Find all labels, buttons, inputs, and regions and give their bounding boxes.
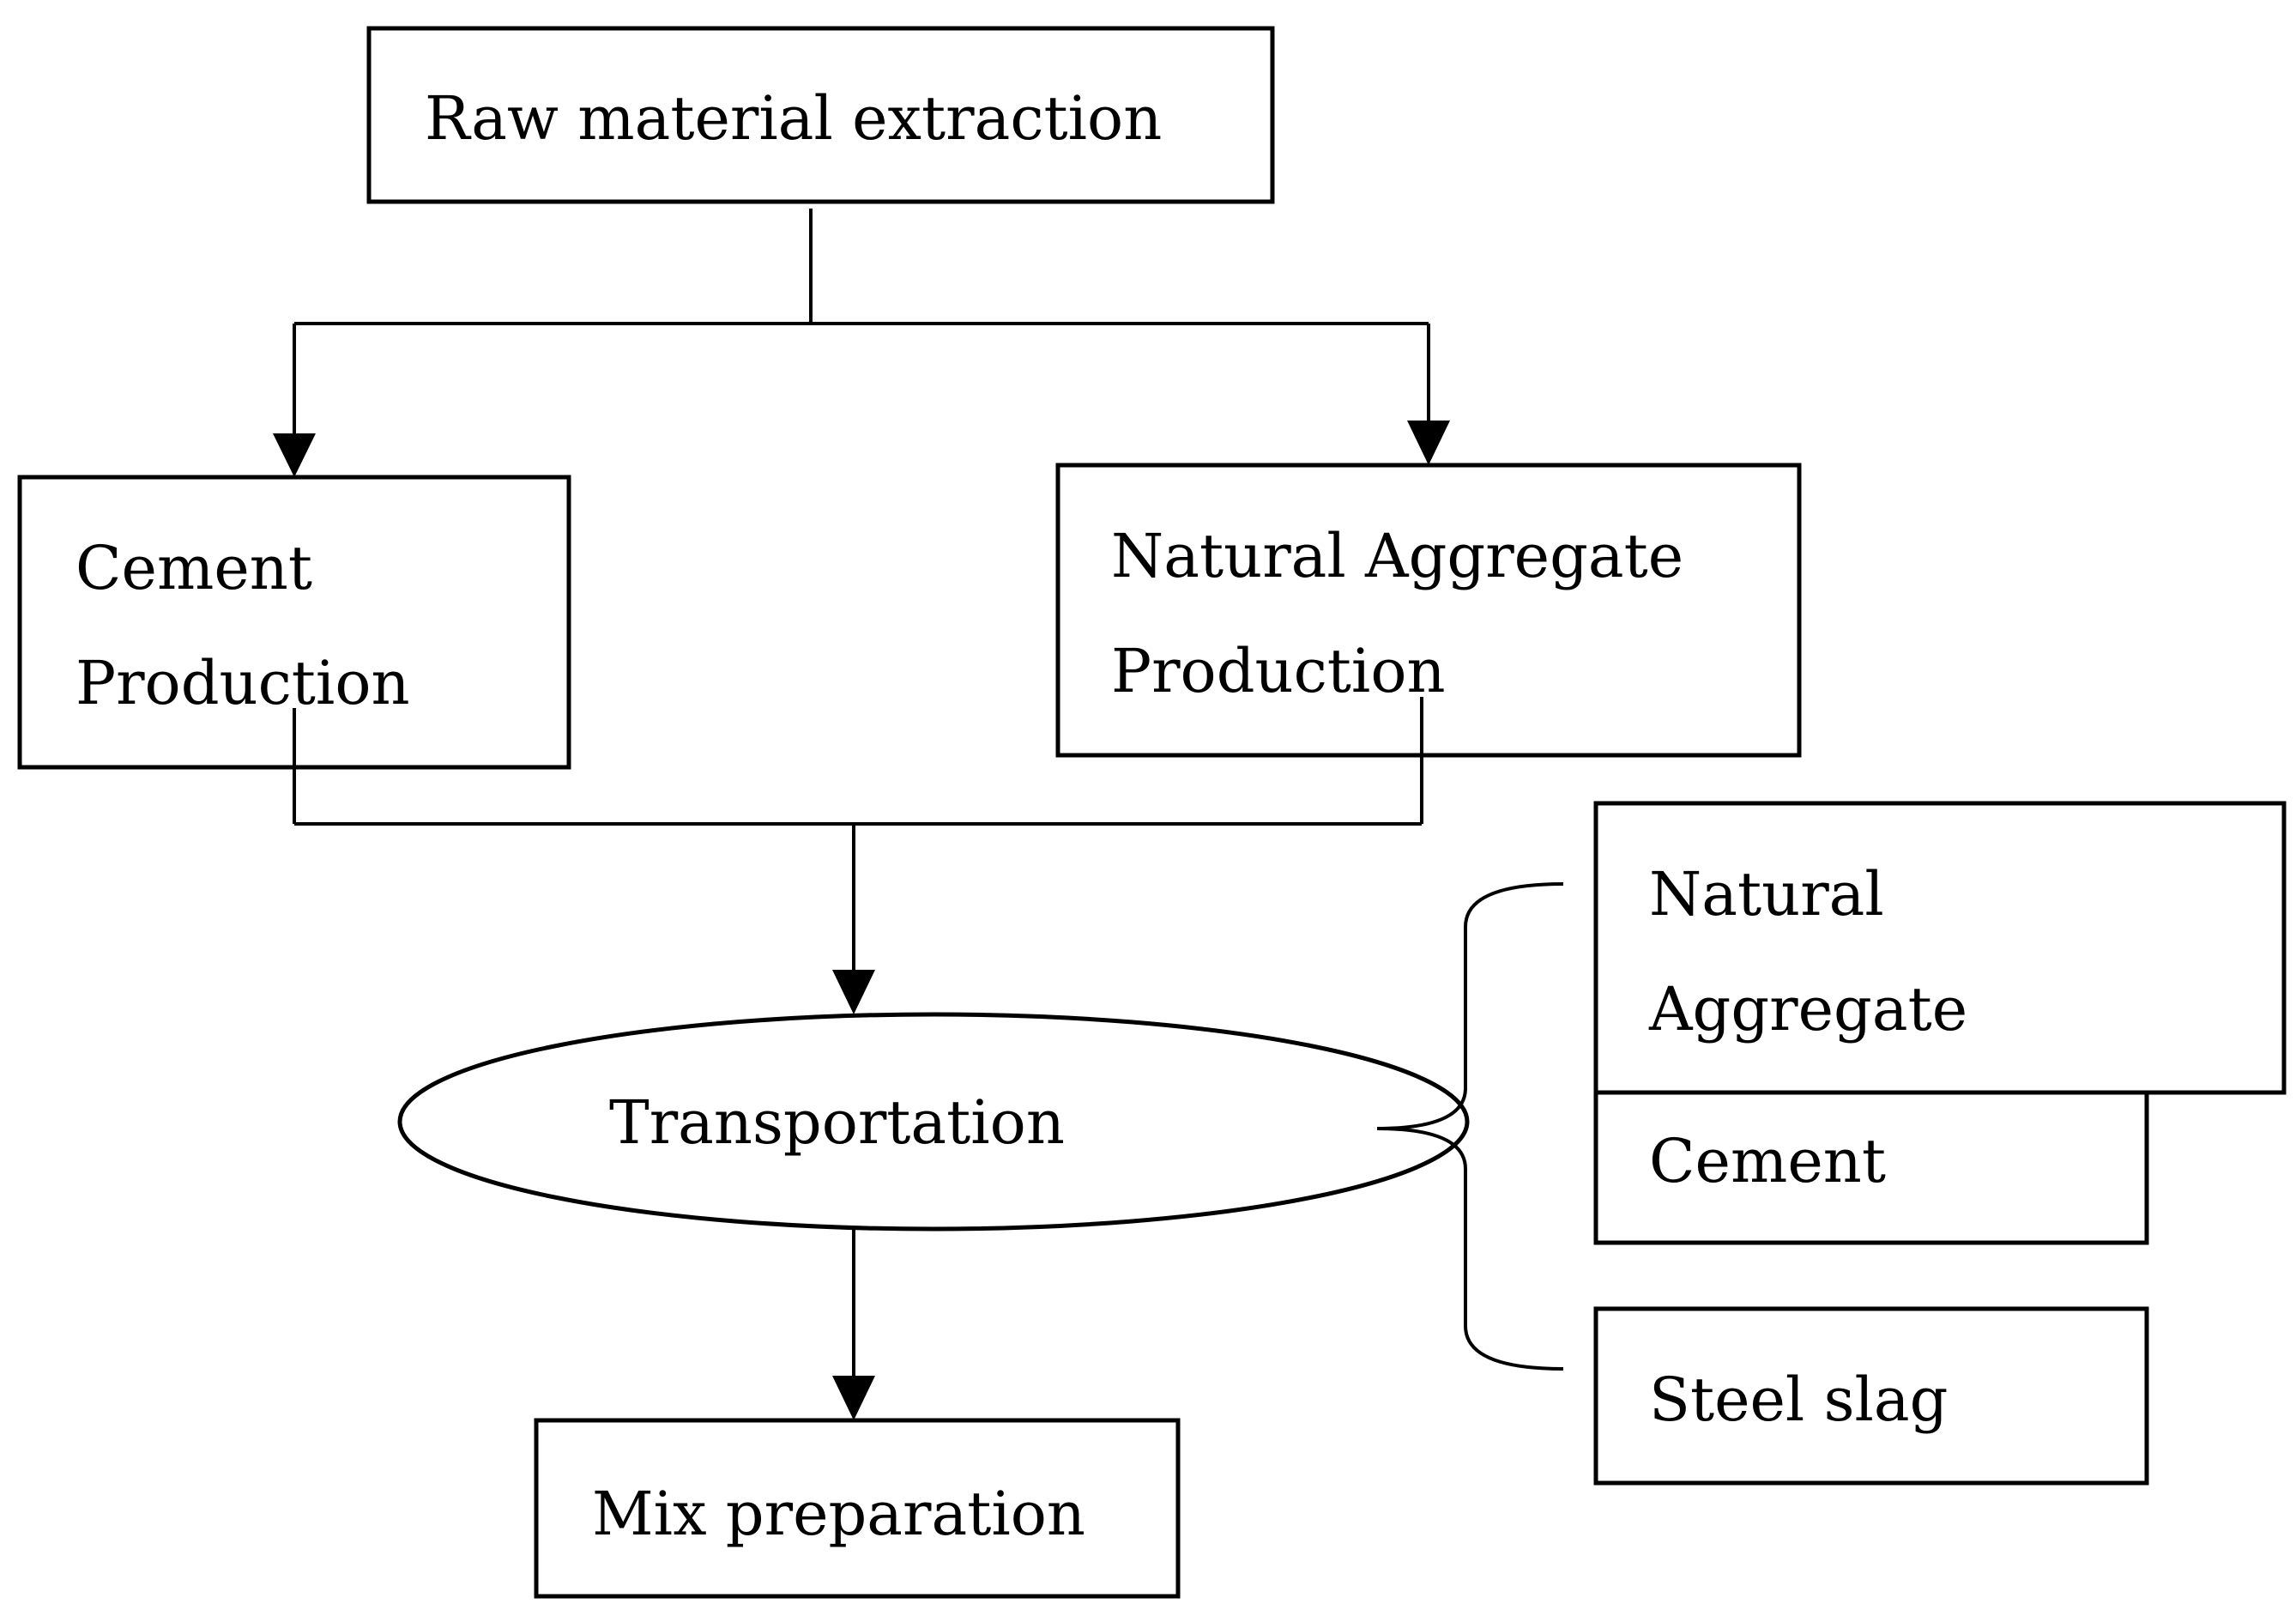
transportation-ellipse — [397, 1012, 1470, 1232]
natural-aggregate-label-line2: Aggregate — [1648, 974, 1967, 1044]
node-raw-material-extraction: Raw material extraction — [366, 26, 1275, 204]
steel-slag-label: Steel slag — [1649, 1365, 1948, 1435]
mix-preparation-label: Mix preparation — [592, 1479, 1085, 1549]
node-cement-production: Cement Production — [17, 475, 571, 770]
aggregate-production-box — [1055, 463, 1802, 758]
arrowhead-to-cement-production — [273, 433, 316, 477]
natural-aggregate-box — [1593, 801, 2287, 1095]
item-cement: Cement — [1593, 1090, 2149, 1245]
node-transportation: Transportation — [397, 1012, 1470, 1232]
raw-material-label: Raw material extraction — [425, 83, 1162, 154]
steel-slag-box — [1593, 1306, 2149, 1486]
raw-material-box — [366, 26, 1275, 204]
item-steel-slag: Steel slag — [1593, 1306, 2149, 1486]
aggregate-production-label-line1: Natural Aggregate — [1111, 521, 1683, 591]
mix-preparation-box — [534, 1418, 1181, 1599]
node-natural-aggregate-production: Natural Aggregate Production — [1055, 463, 1802, 758]
cement-production-label-line2: Production — [76, 648, 410, 718]
node-mix-preparation: Mix preparation — [534, 1418, 1181, 1599]
cement-production-label-line1: Cement — [76, 533, 312, 603]
aggregate-production-label-line2: Production — [1111, 636, 1446, 706]
arrowhead-to-aggregate-production — [1407, 421, 1450, 465]
cement-label: Cement — [1649, 1126, 1886, 1196]
arrowheads — [273, 421, 1450, 1420]
brace — [1376, 882, 1564, 1371]
overlay-connectors — [293, 697, 1423, 767]
item-natural-aggregate: Natural Aggregate — [1593, 801, 2287, 1095]
arrowhead-to-mix-preparation — [832, 1376, 875, 1420]
transportation-label: Transportation — [609, 1087, 1065, 1158]
natural-aggregate-label-line1: Natural — [1649, 859, 1884, 929]
arrowhead-to-transportation — [832, 970, 875, 1014]
